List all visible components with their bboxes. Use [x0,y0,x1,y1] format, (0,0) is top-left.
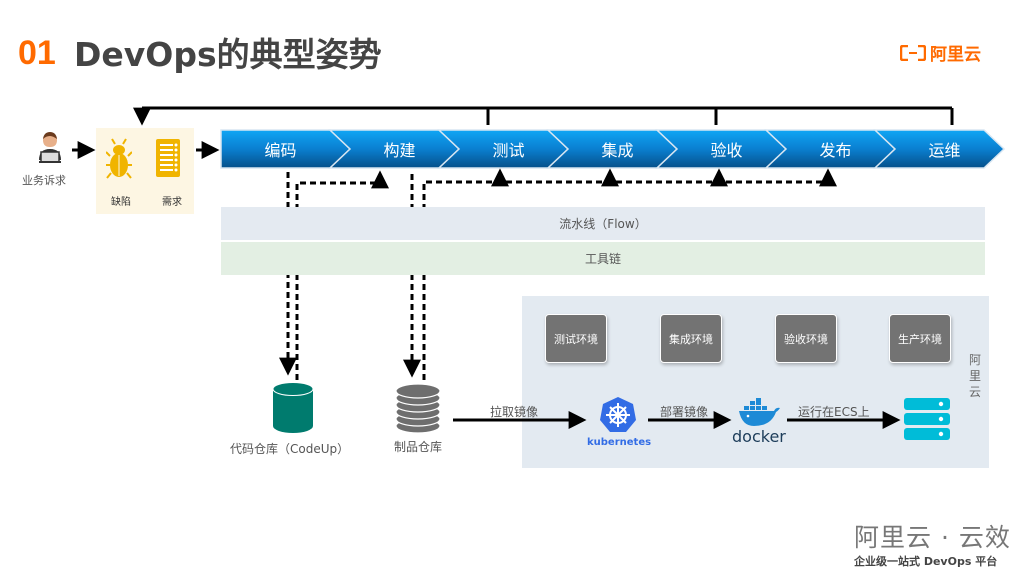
deploy-image-label: 部署镜像 [660,405,709,419]
env-integration: 集成环境 [660,314,722,363]
logo-text: 阿里云 [930,45,981,65]
ecs-server-icon [904,398,950,446]
intake-box: 缺陷 需求 [96,128,194,214]
kubernetes-icon [598,395,638,439]
footer-brand: 阿里云 · 云效 [854,523,1011,552]
section-number: 01 [18,34,56,72]
pull-image-label: 拉取镜像 [490,405,539,419]
stage-4: 集成 [601,141,634,160]
defect-label: 缺陷 [111,197,131,208]
stage-6: 发布 [819,141,852,160]
stage-1: 编码 [264,141,297,160]
footer-tagline: 企业级一站式 DevOps 平台 [854,555,998,568]
requirement-list-icon [156,139,180,181]
feedback-loop [133,106,954,126]
requirement-label: 需求 [162,197,182,208]
pipeline-flow-band: 流水线（Flow） [221,207,985,240]
env-test: 测试环境 [545,314,607,363]
env-acceptance: 验收环境 [775,314,837,363]
user-icon [36,132,64,168]
kubernetes-label: kubernetes [587,437,652,448]
docker-label: docker [732,427,786,446]
code-repo-icon [272,382,314,438]
toolchain-band: 工具链 [221,242,985,275]
code-repo-label: 代码仓库（CodeUp） [230,442,350,456]
stage-5: 验收 [710,141,743,160]
env-production: 生产环境 [889,314,951,363]
run-ecs-label: 运行在ECS上 [798,405,870,419]
cloud-label: 阿里云 [968,353,981,399]
aliyun-logo: 阿里云 [899,40,981,65]
aliyun-logo-icon [899,44,927,61]
artifact-repo-label: 制品仓库 [394,440,443,454]
page-title: DevOps的典型姿势 [74,35,382,74]
business-request-label: 业务诉求 [22,174,66,187]
docker-whale-icon [738,397,782,432]
bug-icon [105,138,133,186]
dashed-code-flow [279,170,389,380]
stage-3: 测试 [492,141,525,160]
artifact-repo-icon [394,382,442,438]
stage-7: 运维 [928,141,961,160]
stage-2: 构建 [383,141,416,160]
